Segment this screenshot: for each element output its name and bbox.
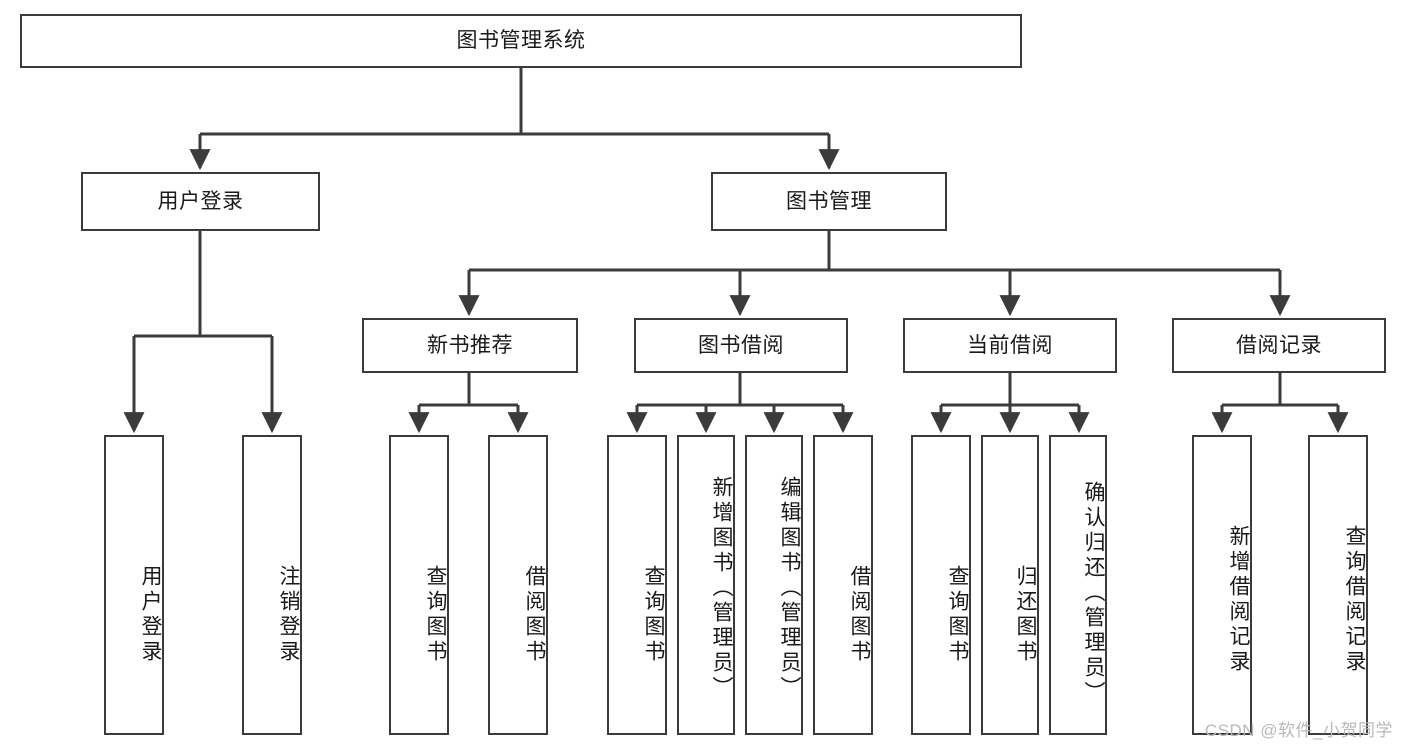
csdn-watermark: CSDN @软件_小贺同学 [1204, 721, 1393, 740]
node-leaf-user-login[interactable]: 用户登录 [104, 435, 164, 735]
node-leaf-logout-login[interactable]: 注销登录 [242, 435, 302, 735]
node-leaf-query-book-current[interactable]: 查询图书 [911, 435, 971, 735]
node-leaf-borrow-book[interactable]: 借阅图书 [813, 435, 873, 735]
node-leaf-query-book-borrow[interactable]: 查询图书 [607, 435, 667, 735]
node-leaf-edit-book[interactable]: 编辑图书（管理员） [745, 435, 803, 735]
node-book-borrow[interactable]: 图书借阅 [634, 318, 848, 373]
node-borrow-record[interactable]: 借阅记录 [1172, 318, 1386, 373]
node-leaf-query-book-recommend[interactable]: 查询图书 [389, 435, 449, 735]
node-leaf-borrow-book-recommend[interactable]: 借阅图书 [488, 435, 548, 735]
node-book-management[interactable]: 图书管理 [711, 172, 947, 231]
node-leaf-add-borrow-record[interactable]: 新增借阅记录 [1192, 435, 1252, 735]
node-leaf-return-book[interactable]: 归还图书 [981, 435, 1039, 735]
node-leaf-add-book[interactable]: 新增图书（管理员） [677, 435, 735, 735]
node-leaf-query-borrow-record[interactable]: 查询借阅记录 [1308, 435, 1368, 735]
node-current-borrow[interactable]: 当前借阅 [903, 318, 1117, 373]
node-root-system[interactable]: 图书管理系统 [20, 14, 1022, 68]
node-user-login[interactable]: 用户登录 [81, 172, 320, 231]
node-leaf-confirm-return[interactable]: 确认归还（管理员） [1049, 435, 1107, 735]
node-new-book-recommend[interactable]: 新书推荐 [362, 318, 578, 373]
